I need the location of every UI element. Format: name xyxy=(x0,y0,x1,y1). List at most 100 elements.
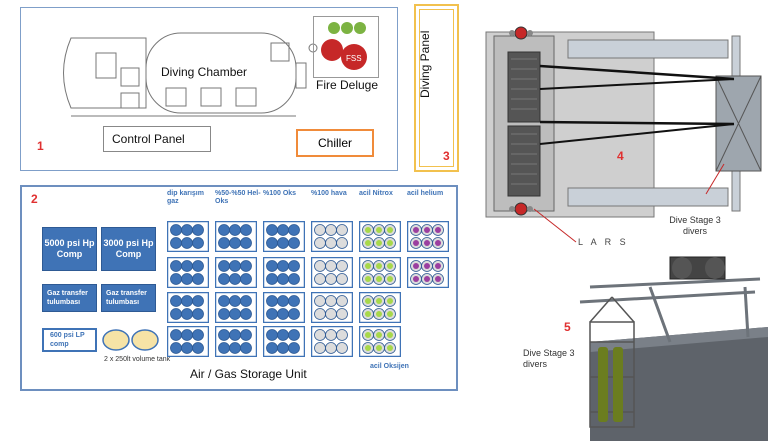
gas-cylinder xyxy=(288,295,300,307)
gas-cylinder-marker xyxy=(424,227,430,233)
gas-cylinder-bank xyxy=(263,292,305,323)
gas-cylinder xyxy=(314,273,326,285)
gas-cylinder-bank xyxy=(407,221,449,252)
gas-cylinder-marker xyxy=(365,276,371,282)
gas-cylinder xyxy=(170,295,182,307)
gas-cylinder-marker xyxy=(424,276,430,282)
volume-tank-label: 2 x 250lt volume tank xyxy=(104,356,171,363)
gas-cylinder-marker xyxy=(413,263,419,269)
fire-deluge-tanks: FSS xyxy=(321,22,367,70)
fss-label: FSS xyxy=(346,54,362,63)
gas-cylinder xyxy=(240,260,252,272)
panel-number-1: 1 xyxy=(37,139,44,153)
gas-cylinder-bank xyxy=(359,326,401,357)
chiller-box: Chiller xyxy=(296,129,374,157)
gas-cylinder xyxy=(240,308,252,320)
gas-cylinder xyxy=(170,224,182,236)
panel4-dive-stage-label: Dive Stage 3 divers xyxy=(669,215,721,236)
gas-cylinder-bank xyxy=(167,257,209,288)
gas-cylinder xyxy=(192,224,204,236)
gas-cylinder xyxy=(229,237,241,249)
gas-cylinder xyxy=(314,342,326,354)
gas-cylinder xyxy=(325,329,337,341)
compressor-3000: 3000 psi Hp Comp xyxy=(101,227,156,271)
gas-transfer-pump-2: Gaz transfer tulumbası xyxy=(101,284,156,312)
gas-cylinder xyxy=(288,273,300,285)
gas-column-header: %100 Oks xyxy=(263,190,297,197)
gas-cylinder xyxy=(181,260,193,272)
lars-3d-view: 5 xyxy=(564,256,768,441)
gas-cylinder-bank xyxy=(407,257,449,288)
gas-cylinder-marker xyxy=(413,240,419,246)
gas-cylinder-marker xyxy=(435,276,441,282)
gas-cylinder xyxy=(277,237,289,249)
gas-cylinder xyxy=(192,308,204,320)
gas-cylinder xyxy=(325,342,337,354)
gas-cylinder-bank xyxy=(311,257,353,288)
panel-gas-storage: 2 5000 psi Hp Comp 3000 psi Hp Comp Gaz … xyxy=(20,185,458,391)
compressor-5000: 5000 psi Hp Comp xyxy=(42,227,97,271)
gas-column-header: acil Nitrox xyxy=(359,190,393,197)
gas-cylinder xyxy=(314,260,326,272)
panel5-dive-stage-label: Dive Stage 3 divers xyxy=(523,348,575,369)
fire-deluge-label: Fire Deluge xyxy=(316,78,379,92)
storage-unit-title: Air / Gas Storage Unit xyxy=(190,367,307,381)
gas-cylinder-bank xyxy=(359,292,401,323)
gas-cylinder-marker xyxy=(365,332,371,338)
gas-cylinder xyxy=(218,273,230,285)
gas-cylinder-marker xyxy=(376,332,382,338)
fire-deluge-box: FSS xyxy=(313,16,379,78)
lars-top-view: 4 xyxy=(485,26,762,243)
control-panel-box: Control Panel xyxy=(103,126,211,152)
gas-cylinder xyxy=(277,295,289,307)
gas-cylinder xyxy=(277,260,289,272)
gas-cylinder-marker xyxy=(376,227,382,233)
gas-cylinder-marker xyxy=(365,263,371,269)
gas-cylinder xyxy=(277,342,289,354)
gas-column-header: acil helium xyxy=(407,190,444,197)
gas-cylinder-marker xyxy=(435,227,441,233)
gas-cylinder xyxy=(218,308,230,320)
gas-cylinder xyxy=(218,295,230,307)
gas-cylinder-bank xyxy=(215,221,257,252)
gas-cylinder-marker xyxy=(376,298,382,304)
gas-cylinder-marker xyxy=(376,263,382,269)
diving-panel-label: Diving Panel xyxy=(418,30,432,98)
gas-cylinder xyxy=(218,260,230,272)
gas-cylinder xyxy=(192,295,204,307)
gas-cylinder xyxy=(181,295,193,307)
emergency-oxygen-label: acil Oksijen xyxy=(370,363,409,370)
gas-cylinder xyxy=(181,342,193,354)
gas-cylinder xyxy=(336,237,348,249)
gas-cylinder-bank xyxy=(311,221,353,252)
gas-cylinder-marker xyxy=(424,263,430,269)
gas-cylinder-marker xyxy=(413,227,419,233)
gas-cylinder xyxy=(170,308,182,320)
gas-cylinder-marker xyxy=(365,240,371,246)
panel-number-3: 3 xyxy=(443,149,450,163)
gas-cylinder xyxy=(288,224,300,236)
gas-cylinder xyxy=(218,329,230,341)
lp-compressor: 600 psi LP comp xyxy=(42,328,97,352)
gas-cylinder xyxy=(266,329,278,341)
gas-cylinder-bank xyxy=(167,326,209,357)
gas-cylinder-bank xyxy=(215,292,257,323)
gas-cylinder xyxy=(325,308,337,320)
gas-cylinder-marker xyxy=(365,345,371,351)
gas-cylinder xyxy=(314,295,326,307)
gas-cylinder-marker xyxy=(387,345,393,351)
gas-cylinder xyxy=(170,260,182,272)
gas-cylinder-bank xyxy=(263,257,305,288)
gas-cylinder xyxy=(288,329,300,341)
gas-cylinder xyxy=(218,224,230,236)
gas-cylinder xyxy=(336,260,348,272)
gas-cylinder xyxy=(266,260,278,272)
gas-cylinder-marker xyxy=(413,276,419,282)
gas-bank-grid: dip karışım gaz%50-%50 Hel-Oks%100 Oks%1… xyxy=(167,187,457,387)
gas-cylinder-marker xyxy=(424,240,430,246)
gas-cylinder-marker xyxy=(387,227,393,233)
gas-cylinder-bank xyxy=(167,221,209,252)
gas-cylinder-bank xyxy=(263,221,305,252)
gas-cylinder xyxy=(229,295,241,307)
gas-cylinder xyxy=(277,329,289,341)
